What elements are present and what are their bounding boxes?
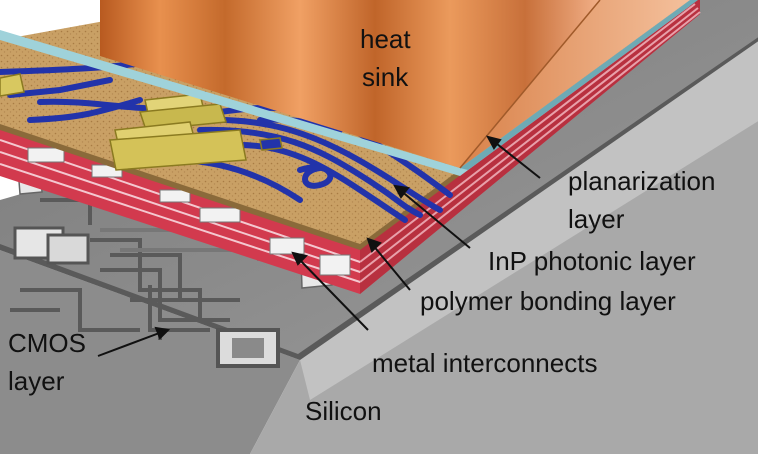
heat-sink-label-line1: heat xyxy=(360,24,411,54)
polymer-bonding-arrow xyxy=(371,243,411,291)
cmos-arrow xyxy=(97,331,163,357)
metal-interconnects-arrow xyxy=(297,257,369,331)
cmos-pad xyxy=(46,233,90,265)
polymer-bonding-layer xyxy=(0,0,701,294)
inp-photonic-arrow xyxy=(399,189,471,249)
label-arrows xyxy=(97,135,541,357)
interconnect-vias xyxy=(27,147,351,276)
cmos-pad xyxy=(13,226,65,260)
polymer-bonding-label: polymer bonding layer xyxy=(420,286,676,316)
heat-sink xyxy=(100,0,690,169)
silicon-label: Silicon xyxy=(305,396,382,426)
metal-interconnects-label: metal interconnects xyxy=(372,348,597,378)
cmos-label-line1: CMOS xyxy=(8,328,86,358)
gold-contacts xyxy=(0,73,283,171)
planarization-arrow xyxy=(491,139,541,179)
inp-photonic-label: InP photonic layer xyxy=(488,246,696,276)
planarization-label-line2: layer xyxy=(568,204,625,234)
heat-sink-label-line2: sink xyxy=(362,62,409,92)
planarization-layer xyxy=(0,0,698,176)
planarization-label-line1: planarization xyxy=(568,166,715,196)
cmos-circuitry xyxy=(10,198,280,368)
cmos-label-line2: layer xyxy=(8,366,65,396)
silicon-edge xyxy=(300,41,758,400)
silicon-front-face xyxy=(0,250,300,454)
